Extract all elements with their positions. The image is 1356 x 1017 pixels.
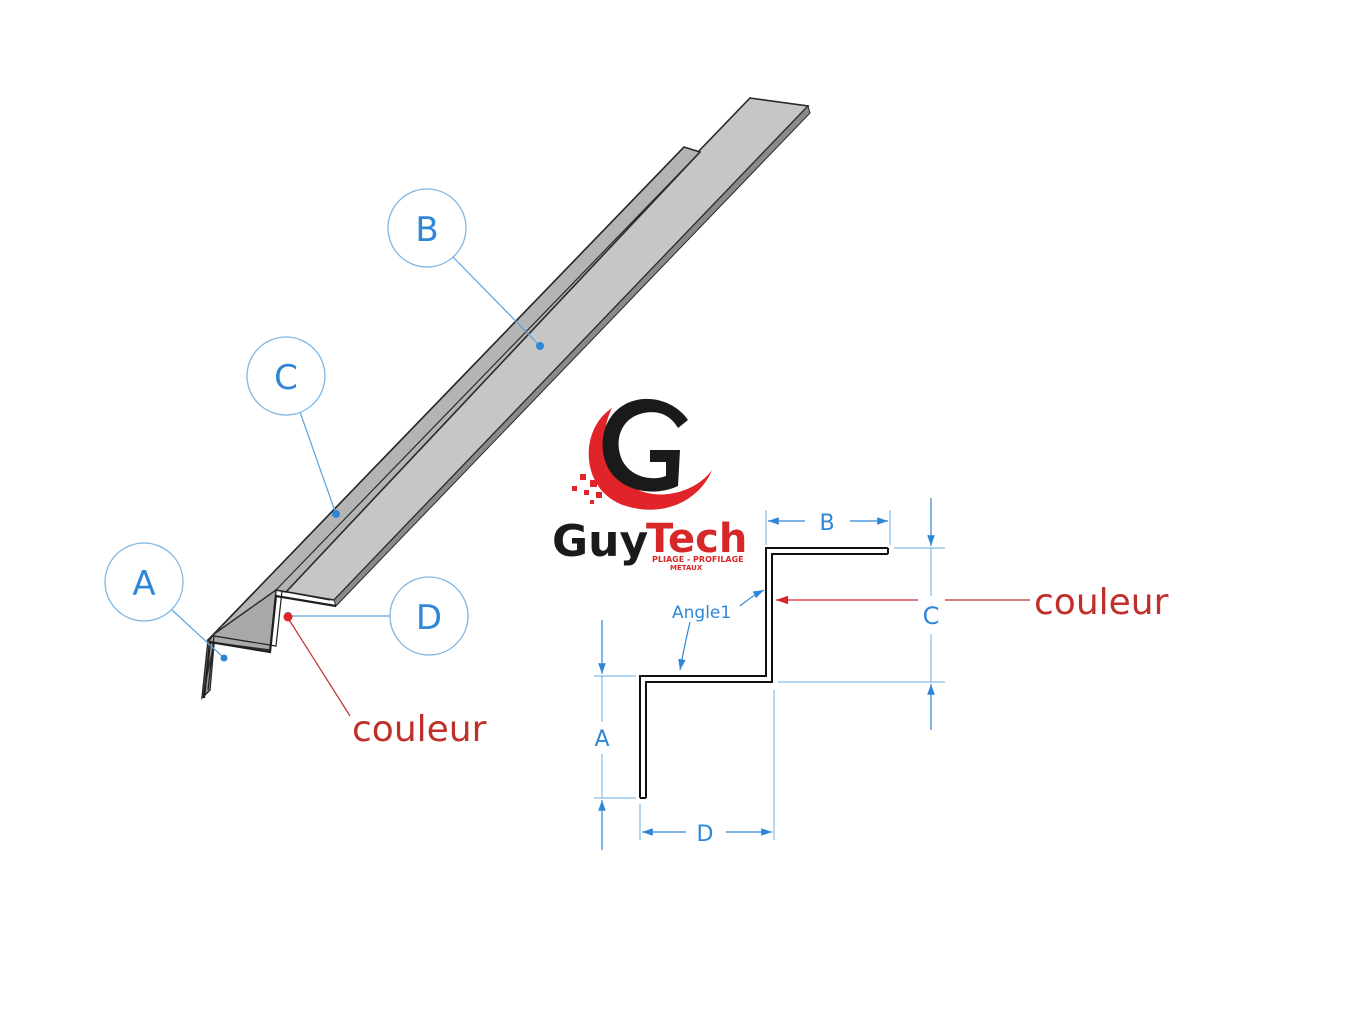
g-logo-icon [572, 398, 712, 510]
bubble-d-label: D [416, 598, 442, 638]
iso-callout-b: B [387, 188, 544, 350]
bubble-b-label: B [415, 210, 438, 250]
iso-callout-a: A [104, 542, 228, 662]
guytech-logo: Guy Tech PLIAGE - PROFILAGE MÉTAUX [552, 398, 747, 572]
iso-callout-couleur: couleur [283, 612, 487, 750]
dimension-b: B [765, 510, 891, 545]
bubble-a-label: A [132, 564, 155, 604]
brand-name-part1: Guy [552, 516, 648, 567]
profile-end-outline [202, 594, 337, 699]
brand-name-part2: Tech [646, 516, 747, 562]
z-profile-section [639, 547, 889, 799]
iso-couleur-label: couleur [352, 709, 487, 750]
dim-c-label: C [923, 602, 940, 630]
brand-tagline-2: MÉTAUX [670, 563, 703, 572]
bubble-c-label: C [274, 358, 298, 398]
section-couleur-callout: couleur [776, 582, 1169, 623]
section-couleur-label: couleur [1034, 582, 1169, 623]
dimension-c: C [778, 498, 945, 730]
dim-d-label: D [697, 822, 714, 847]
angle-label: Angle1 [672, 603, 731, 623]
brand-tagline-1: PLIAGE - PROFILAGE [652, 555, 744, 564]
dimension-d: D [639, 690, 775, 847]
iso-callout-c: C [246, 336, 340, 518]
dimension-a: A [594, 620, 636, 850]
iso-callout-d: D [284, 576, 469, 656]
angle-dimension: Angle1 [672, 589, 765, 671]
dim-a-label: A [594, 727, 609, 752]
dim-b-label: B [819, 511, 834, 536]
